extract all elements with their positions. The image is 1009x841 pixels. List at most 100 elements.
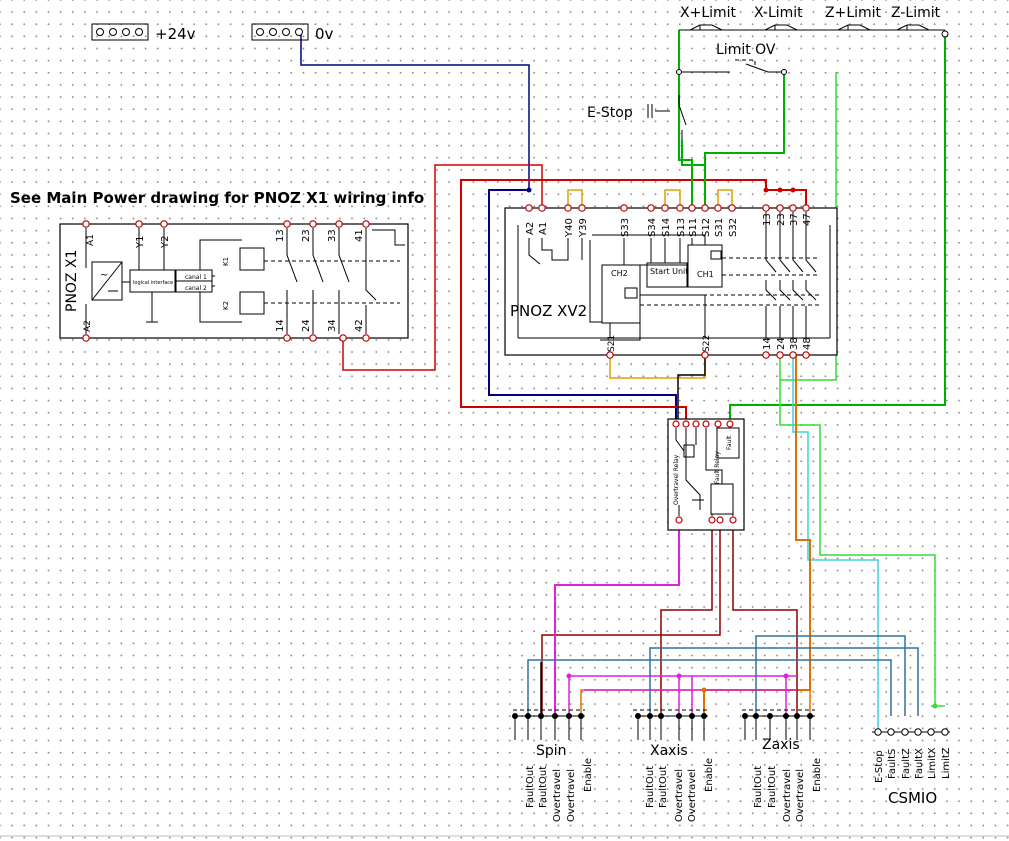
- label-z-minus-limit: Z-Limit: [891, 5, 941, 21]
- xv2-ch2: CH2: [611, 269, 628, 278]
- wire-24v-tie: [766, 189, 807, 205]
- xv2-bottom-terminals: [606, 351, 810, 359]
- relay-fault-tag: Fault: [726, 435, 733, 450]
- xv2-start-unit-box: [646, 262, 688, 288]
- x1-pin-41: 41: [354, 229, 365, 242]
- limit-ov-switch: Limit OV: [676, 42, 787, 75]
- xv2-pin-s32: S32: [728, 218, 739, 237]
- xaxis-pin-2: FaultOut: [658, 766, 669, 808]
- csmio-pin-limitx: LimitX: [927, 747, 938, 779]
- wire-orange-spin: [580, 689, 704, 716]
- label-x-minus-limit: X-Limit: [754, 5, 803, 21]
- zaxis-pin-1: FaultOut: [753, 766, 764, 808]
- xv2-pin-a2: A2: [525, 222, 536, 235]
- zaxis-name: Zaxis: [762, 737, 800, 753]
- wire-magenta-drops: [568, 676, 787, 716]
- zaxis-pins: [742, 713, 813, 740]
- x1-pin-a1: A1: [86, 234, 96, 246]
- xv2-pin-s14: S14: [661, 218, 672, 237]
- x1-pin-14: 14: [275, 319, 286, 332]
- x1-pin-33: 33: [327, 229, 338, 242]
- csmio-pin-faults: FaultS: [887, 749, 898, 779]
- x1-k2: K2: [222, 301, 230, 310]
- wire-green-estop-out: [681, 72, 785, 166]
- xv2-pin-s33: S33: [620, 218, 631, 237]
- pnoz-x1-name: PNOZ X1: [64, 250, 80, 312]
- xaxis-pin-5: Enable: [704, 758, 715, 792]
- label-x-plus-limit: X+Limit: [680, 5, 737, 21]
- csmio-pin-faultz: FaultZ: [901, 748, 912, 779]
- limit-switch-xminus: X-Limit: [754, 5, 803, 31]
- wire-cyan-estop: [792, 355, 879, 730]
- xv2-pin-38: 38: [789, 337, 800, 350]
- relay-fault-label: Fault Relay: [714, 451, 721, 484]
- xv2-pin-37: 37: [789, 213, 800, 226]
- limit-switch-zplus: Z+Limit: [825, 5, 882, 31]
- x1-pin-23: 23: [301, 229, 312, 242]
- relay-overtravel-label: Overtravel Relay: [673, 454, 680, 505]
- x1-k2-coil: [239, 291, 265, 315]
- xaxis-pin-4: Overtravel: [687, 769, 698, 822]
- csmio-name: CSMIO: [888, 789, 937, 807]
- xv2-pin-y39: Y39: [578, 218, 589, 238]
- xv2-pin-48: 48: [802, 337, 813, 350]
- limit-switch-zminus: Z-Limit: [891, 5, 941, 31]
- spin-pins: [512, 713, 584, 740]
- x1-pin-13: 13: [275, 229, 286, 242]
- junctions: [526, 187, 938, 709]
- x1-pin-y2: Y2: [160, 236, 171, 249]
- xv2-pin-s13: S13: [676, 218, 687, 237]
- label-0v: 0v: [315, 25, 334, 43]
- wire-gold-s31: [717, 189, 733, 208]
- label-24v: +24v: [155, 25, 196, 43]
- wire-black-a: [677, 355, 706, 424]
- spin-pin-4: Overtravel: [566, 769, 577, 822]
- xv2-pin-s21: S21: [607, 335, 617, 352]
- xv2-pin-s12: S12: [701, 218, 712, 237]
- xaxis-pin-1: FaultOut: [645, 766, 656, 808]
- xaxis-pins: [635, 713, 707, 740]
- spin-pin-5: Enable: [583, 758, 594, 792]
- x1-pin-24: 24: [301, 319, 312, 332]
- pnoz-xv2: PNOZ XV2 A2 A1 Y40 Y39 S33 S34 S14 S13 S…: [504, 204, 838, 359]
- limit-switch-xplus: X+Limit: [680, 5, 737, 31]
- wire-darkred-c: [732, 530, 798, 716]
- xaxis-pin-3: Overtravel: [674, 769, 685, 822]
- spin-pin-3: Overtravel: [552, 769, 563, 822]
- xv2-start-unit: Start Unit: [650, 267, 688, 276]
- pnoz-xv2-name: PNOZ XV2: [510, 302, 587, 320]
- xv2-pin-47: 47: [802, 213, 813, 226]
- wire-lgreen-24: [779, 380, 936, 706]
- svg-text:~: ~: [100, 270, 108, 281]
- zaxis-pin-2: FaultOut: [767, 766, 778, 808]
- x1-k1: K1: [222, 257, 230, 266]
- x1-pin-42: 42: [354, 319, 365, 332]
- wire-x1-34: [342, 164, 543, 371]
- wire-24v-bus: [460, 179, 767, 424]
- wire-0v: [300, 33, 530, 190]
- drive-group-zaxis: Zaxis FaultOut FaultOut Overtravel Overt…: [742, 713, 823, 822]
- drive-group-spin: Spin FaultOut FaultOut Overtravel Overtr…: [512, 713, 594, 822]
- x1-k1-coil: [239, 247, 265, 271]
- xv2-pin-s31: S31: [714, 218, 725, 237]
- xv2-pin-14: 14: [762, 337, 773, 350]
- terminal-0v: 0v: [251, 23, 334, 43]
- spin-pin-1: FaultOut: [525, 766, 536, 808]
- wire-green-right: [729, 34, 946, 424]
- spin-name: Spin: [536, 743, 567, 759]
- drive-group-xaxis: Xaxis FaultOut FaultOut Overtravel Overt…: [635, 713, 715, 822]
- wire-orange-38: [703, 355, 811, 716]
- xv2-pin-24: 24: [776, 337, 787, 350]
- xv2-top-terminals: [525, 204, 810, 212]
- wire-magenta-main: [554, 530, 680, 716]
- terminal-24v: +24v: [91, 23, 196, 43]
- wire-gold-y40: [567, 189, 583, 208]
- wire-darkred-a: [660, 530, 713, 716]
- limit-switches: X+Limit X-Limit Z+Limit Z-Limit: [679, 5, 949, 38]
- x1-canal2: canal 2: [185, 285, 207, 292]
- wire-blue-faultS: [527, 659, 892, 716]
- xv2-pin-s22: S22: [702, 335, 712, 352]
- label-limit-ov: Limit OV: [716, 42, 776, 58]
- heading-note: See Main Power drawing for PNOZ X1 wirin…: [10, 189, 424, 207]
- xv2-pin-s11: S11: [688, 218, 699, 237]
